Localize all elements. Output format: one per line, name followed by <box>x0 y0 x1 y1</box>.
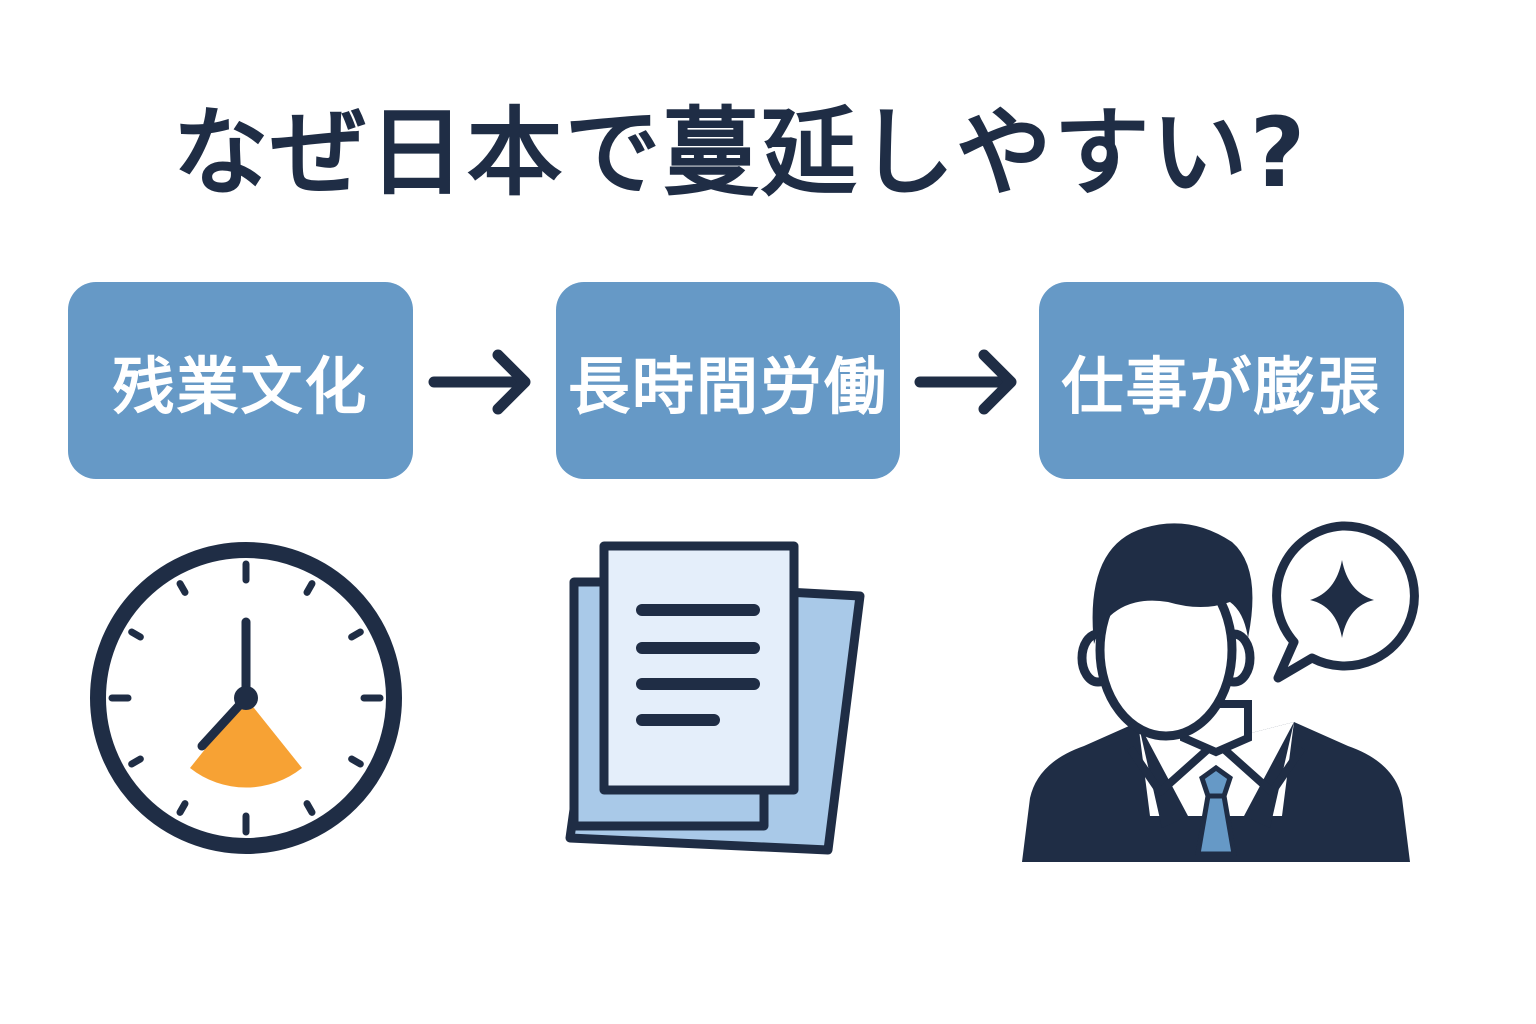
clock-tick <box>303 580 316 596</box>
step-box-overtime-culture: 残業文化 <box>68 282 413 479</box>
clock-tick <box>348 755 364 768</box>
clock-tick <box>128 628 144 641</box>
step-label: 残業文化 <box>112 349 369 423</box>
step-label: 長時間労働 <box>567 349 888 423</box>
page-title: なぜ日本で蔓延しやすい? <box>172 97 1308 209</box>
clock-tick <box>303 800 316 816</box>
clock-icon <box>90 542 402 854</box>
clock-tick <box>176 580 189 596</box>
step-label: 仕事が膨張 <box>1061 349 1382 423</box>
step-box-long-hours: 長時間労働 <box>556 282 900 479</box>
clock-tick <box>348 628 364 641</box>
clock-tick <box>128 755 144 768</box>
arrow-right-icon <box>914 349 1017 415</box>
arrow-right-icon <box>428 349 531 415</box>
clock-tick <box>176 800 189 816</box>
step-box-work-expansion: 仕事が膨張 <box>1039 282 1404 479</box>
documents-icon <box>565 541 865 855</box>
person-speech-icon <box>1022 521 1419 862</box>
